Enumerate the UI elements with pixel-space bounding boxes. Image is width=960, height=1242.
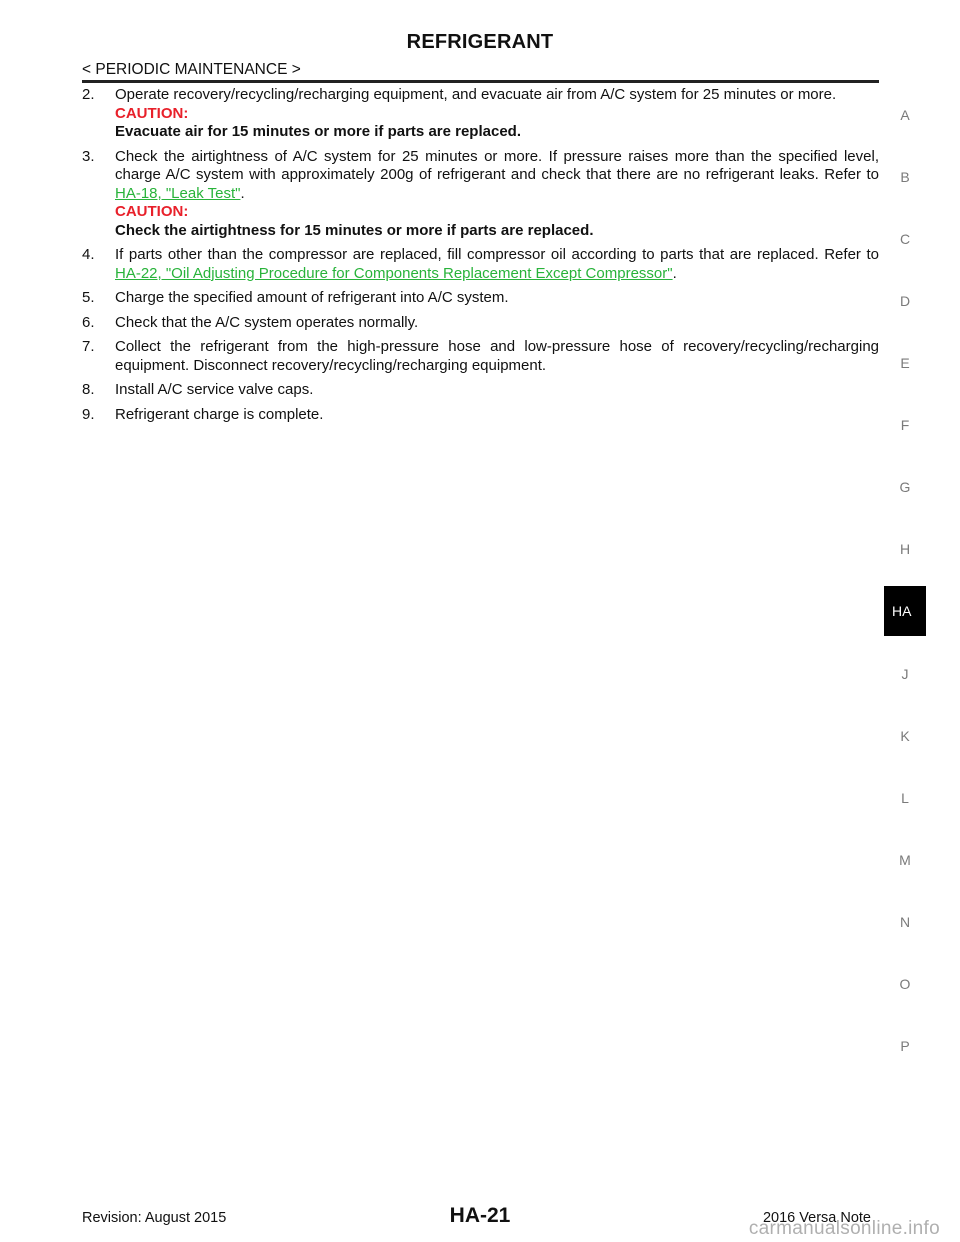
section-label: < PERIODIC MAINTENANCE >	[82, 61, 301, 78]
procedure-step-9: 9. Refrigerant charge is complete.	[82, 406, 879, 425]
step-text-body: If parts other than the compressor are r…	[115, 246, 879, 263]
section-index-letter[interactable]: F	[900, 417, 910, 433]
section-index-letter[interactable]: H	[899, 541, 911, 557]
section-index-letter[interactable]: N	[899, 914, 911, 930]
page-number: HA-21	[449, 1204, 511, 1227]
step-number: 9.	[82, 405, 95, 423]
caution-label: CAUTION:	[115, 203, 189, 220]
section-index-letter[interactable]: O	[899, 976, 911, 992]
step-text: Install A/C service valve caps.	[115, 381, 314, 398]
caution-text: Check the airtightness for 15 minutes or…	[115, 221, 594, 239]
section-index-letter[interactable]: B	[900, 169, 910, 185]
section-index-letter[interactable]: G	[899, 479, 911, 495]
section-index-active-tab[interactable]: HA	[884, 586, 926, 636]
section-index-letter[interactable]: P	[900, 1038, 910, 1054]
step-number: 4.	[82, 246, 95, 263]
section-index-letter[interactable]: K	[900, 728, 910, 744]
procedure-step-8: 8. Install A/C service valve caps.	[82, 381, 879, 400]
procedure-step-7: 7. Collect the refrigerant from the high…	[82, 338, 879, 375]
step-number: 6.	[82, 313, 95, 331]
step-text: Check that the A/C system operates norma…	[115, 313, 419, 331]
vehicle-model: 2016 Versa Note	[762, 1210, 871, 1226]
section-index-letter[interactable]: A	[900, 107, 910, 123]
step-text: Refrigerant charge is complete.	[115, 405, 324, 423]
procedure-content: 2. Operate recovery/recycling/recharging…	[82, 86, 879, 430]
procedure-step-5: 5. Charge the specified amount of refrig…	[82, 289, 879, 308]
step-number: 3.	[82, 147, 95, 165]
step-number: 5.	[82, 289, 95, 306]
step-text: Operate recovery/recycling/recharging eq…	[115, 86, 837, 103]
step-text-end: .	[672, 264, 677, 282]
oil-adjusting-procedure-link[interactable]: HA-22, "Oil Adjusting Procedure for Comp…	[115, 264, 673, 282]
section-index-letter[interactable]: M	[899, 852, 911, 868]
section-index-letter[interactable]: C	[899, 231, 911, 247]
procedure-step-3: 3. Check the airtightness of A/C system …	[82, 148, 879, 241]
procedure-step-2: 2. Operate recovery/recycling/recharging…	[82, 86, 879, 142]
step-text: If parts other than the compressor are r…	[115, 246, 879, 283]
section-index-letter[interactable]: L	[901, 790, 909, 806]
step-number: 2.	[82, 86, 95, 103]
step-text: Charge the specified amount of refrigera…	[115, 289, 509, 306]
step-text: Collect the refrigerant from the high-pr…	[115, 338, 879, 374]
page-title: REFRIGERANT	[406, 31, 554, 53]
section-index-letter[interactable]: J	[901, 666, 909, 682]
section-index-letter[interactable]: D	[899, 293, 911, 309]
leak-test-link[interactable]: HA-18, "Leak Test"	[115, 184, 241, 202]
procedure-step-6: 6. Check that the A/C system operates no…	[82, 314, 879, 333]
step-text-end: .	[240, 184, 245, 202]
step-number: 8.	[82, 381, 95, 398]
step-text-body: Check the airtightness of A/C system for…	[115, 147, 879, 184]
step-text: Check the airtightness of A/C system for…	[115, 148, 879, 204]
caution-label: CAUTION:	[115, 104, 189, 122]
section-index-letter[interactable]: E	[900, 355, 910, 371]
caution-text: Evacuate air for 15 minutes or more if p…	[115, 123, 521, 140]
procedure-step-4: 4. If parts other than the compressor ar…	[82, 246, 879, 283]
watermark: carmanualsonline.info	[748, 1218, 940, 1239]
step-number: 7.	[82, 338, 95, 355]
revision-date: Revision: August 2015	[82, 1210, 227, 1226]
header-rule	[82, 80, 879, 83]
